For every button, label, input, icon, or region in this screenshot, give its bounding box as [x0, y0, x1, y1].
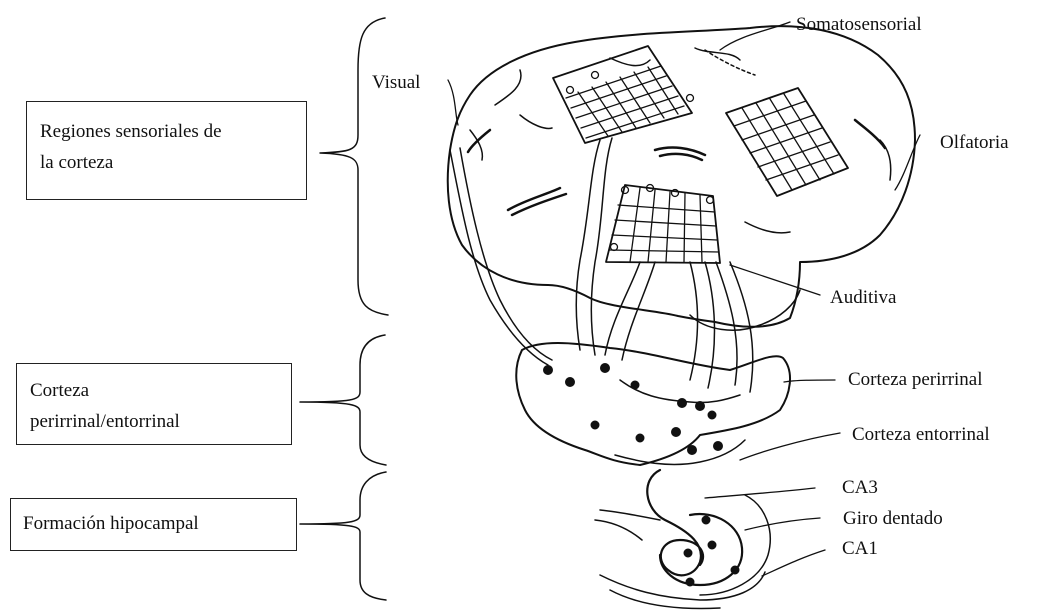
sulcus: [610, 58, 650, 66]
sulcus: [880, 140, 891, 180]
sulcus-shade: [655, 148, 705, 160]
pathway: [576, 138, 612, 355]
sulcus: [495, 70, 521, 105]
bracket-sensory: [320, 18, 388, 315]
leader-entorhinal: [740, 433, 840, 460]
leader-auditory: [730, 265, 820, 295]
auditory-grid: [606, 185, 720, 264]
label-ca1: CA1: [842, 538, 878, 560]
leader-somatosensory: [720, 22, 790, 50]
leader-dentate: [745, 518, 820, 530]
label-perirhinal: Corteza perirrinal: [848, 369, 983, 391]
sulcus-shade: [705, 50, 755, 75]
label-auditory: Auditiva: [830, 287, 897, 309]
bracket-hippocampal: [300, 472, 386, 600]
sulcus: [745, 222, 790, 233]
brain-outline: [448, 26, 915, 327]
label-somatosensory: Somatosensorial: [796, 14, 922, 36]
hippocampus-layers: [595, 510, 765, 608]
label-entorhinal: Corteza entorrinal: [852, 424, 990, 446]
somatosensory-grid: [553, 46, 694, 143]
pathway: [450, 148, 552, 365]
label-dentate: Giro dentado: [843, 508, 943, 530]
label-visual: Visual: [372, 72, 420, 94]
sensory-regions-label: Regiones sensoriales de la corteza: [40, 116, 222, 178]
label-olfactory: Olfatoria: [940, 132, 1009, 154]
perirhinal-cortex-outline: [516, 343, 790, 465]
bracket-perirhinal: [300, 335, 386, 465]
hippocampal-formation-label: Formación hipocampal: [23, 508, 199, 539]
sulcus-shade: [508, 188, 566, 215]
olfactory-grid: [726, 88, 848, 196]
sulcus-shade: [855, 120, 885, 148]
perirhinal-entorhinal-label: Corteza perirrinal/entorrinal: [30, 375, 180, 437]
hippocampus-outline: [647, 470, 703, 575]
sulcus: [520, 115, 552, 128]
temporal-lobe: [690, 290, 800, 330]
label-ca3: CA3: [842, 477, 878, 499]
entorhinal-cortex-outline: [615, 440, 745, 464]
leader-visual: [448, 80, 458, 125]
sulcus-shade: [468, 130, 490, 152]
leader-ca1: [762, 550, 825, 576]
pathway: [690, 262, 714, 388]
leader-ca3: [705, 488, 815, 498]
leader-perirhinal: [784, 380, 835, 382]
